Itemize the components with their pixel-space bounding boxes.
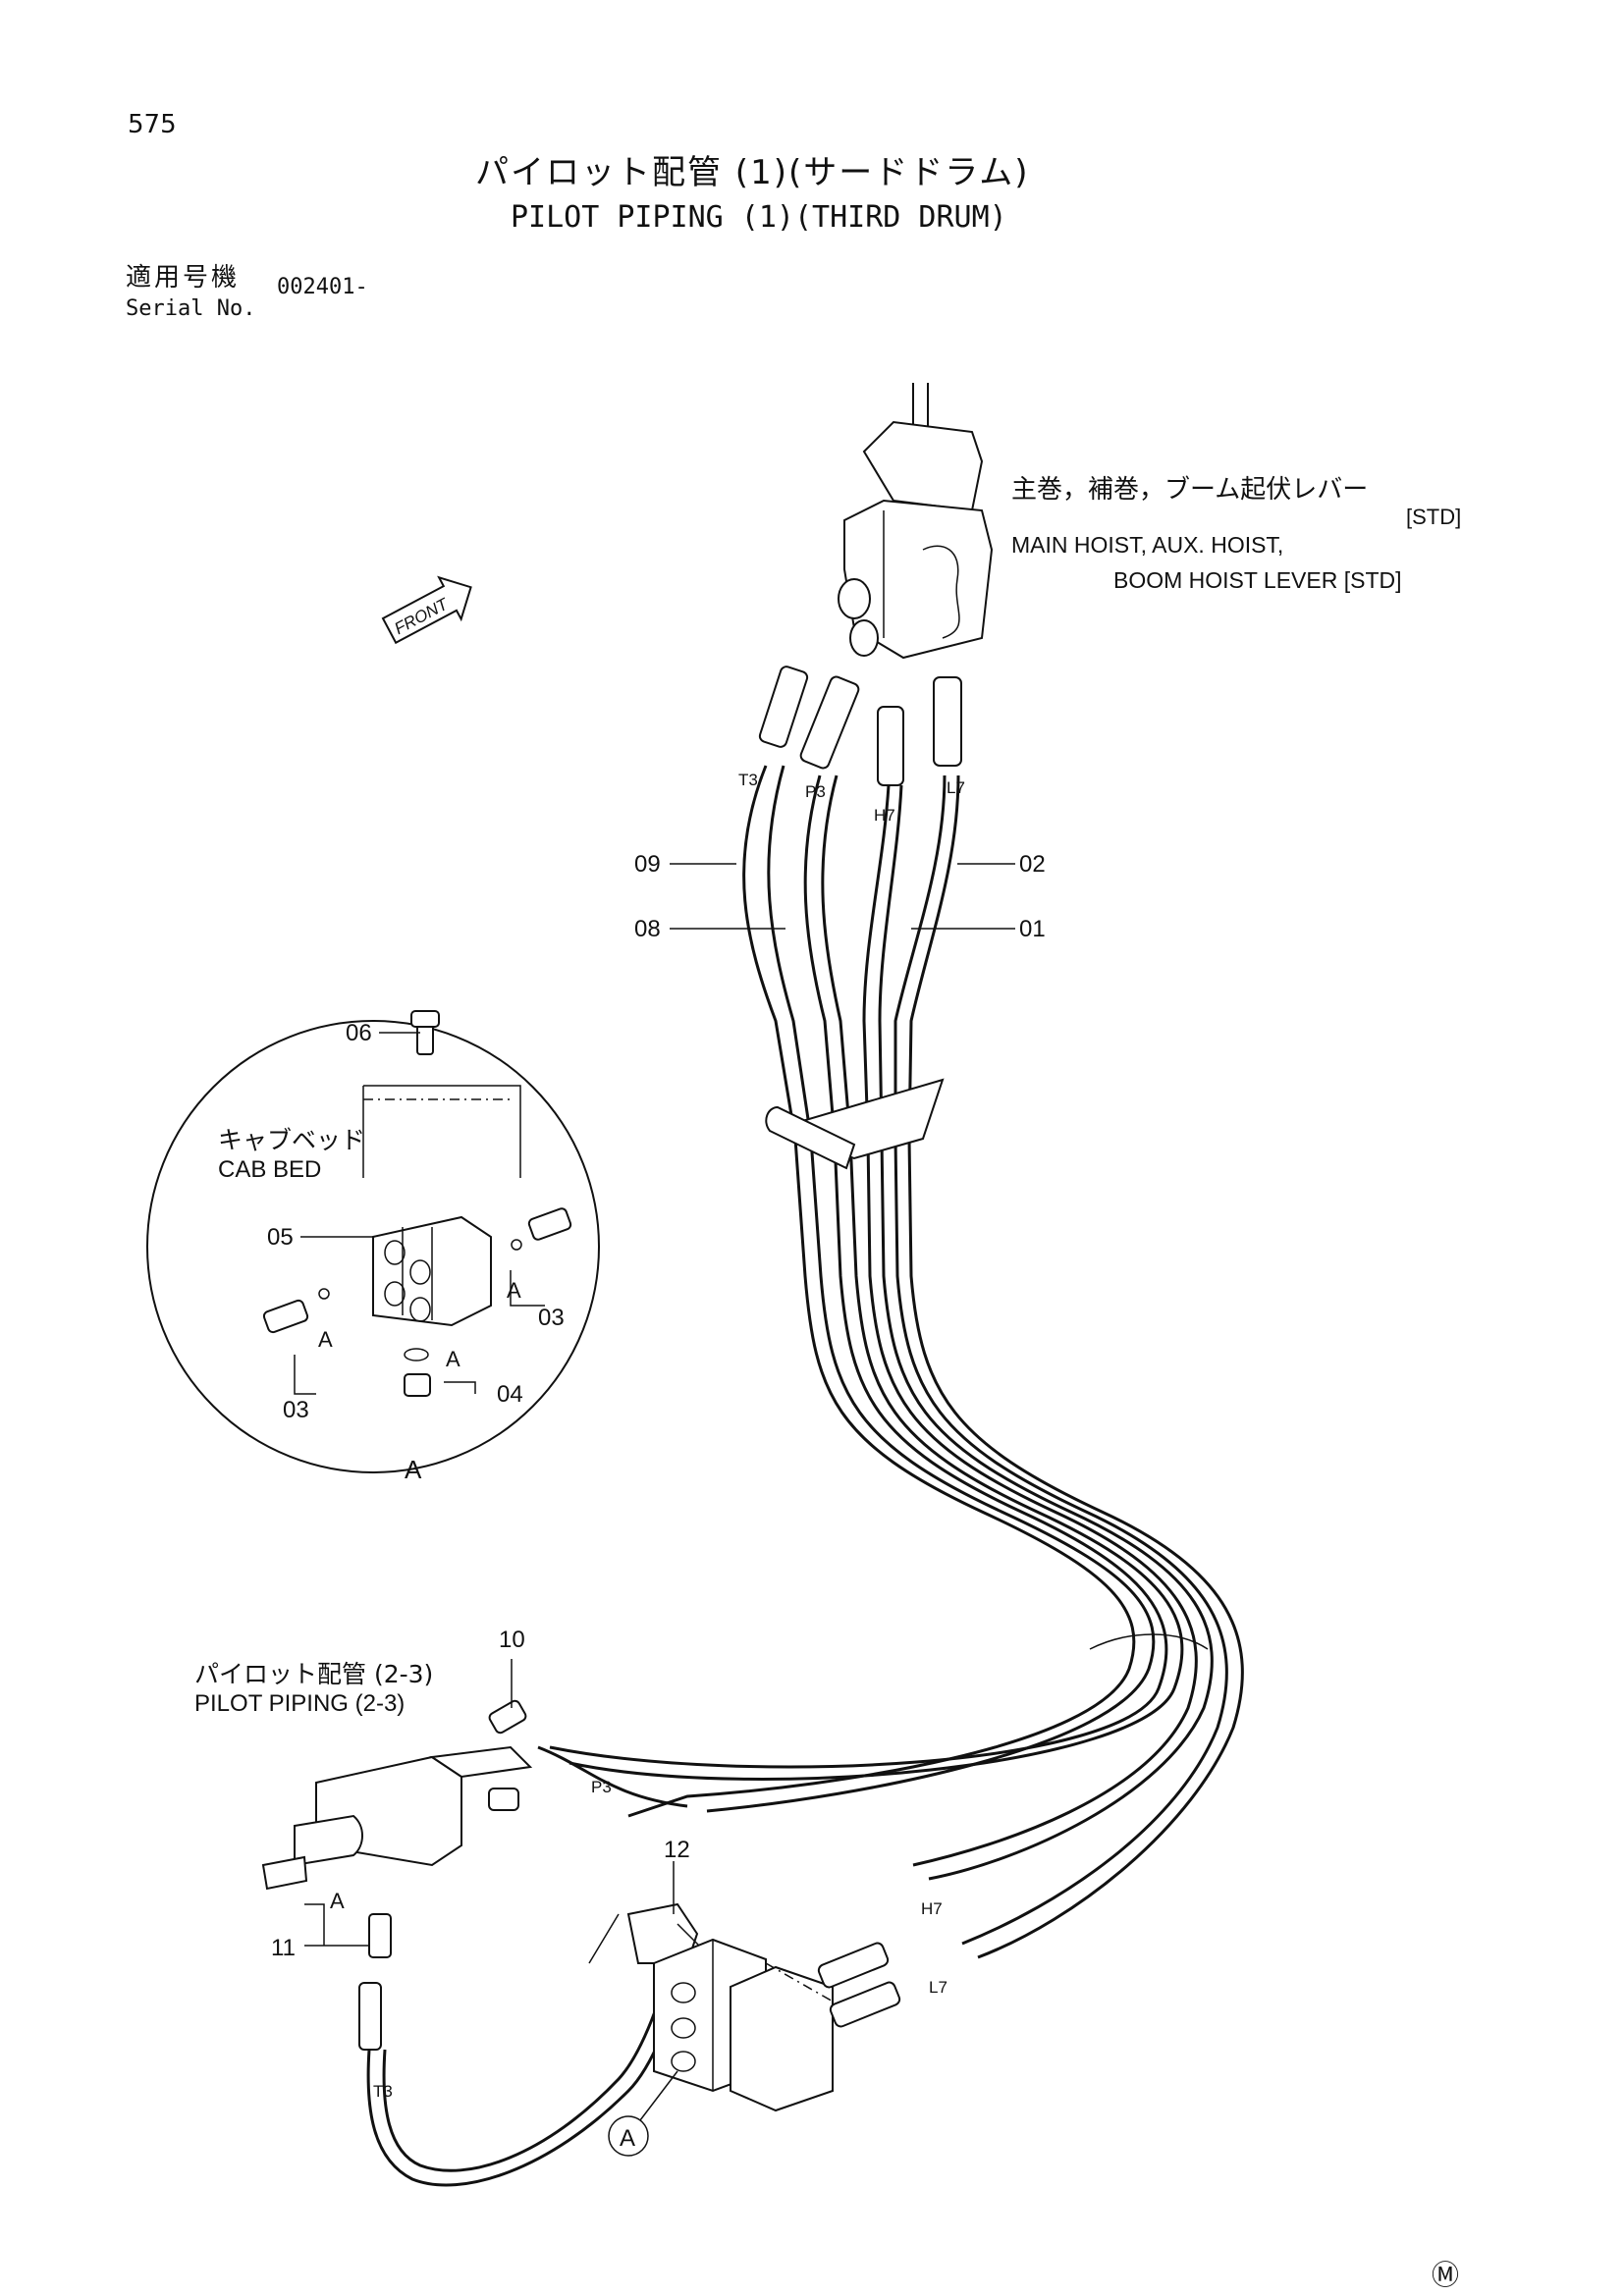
lever-fittings [758, 666, 962, 786]
a-mark-right: A [507, 1278, 521, 1303]
port-label-l7-top: L7 [947, 778, 965, 797]
detail-circle-label: A [405, 1455, 422, 1484]
port-label-l7-bottom: L7 [929, 1978, 947, 1997]
callout-03-left: 03 [283, 1397, 309, 1423]
callout-06: 06 [346, 1020, 372, 1046]
pilot-piping-label-jp: パイロット配管 (2-3) [194, 1660, 434, 1688]
lever-label-en-1: MAIN HOIST, AUX. HOIST, [1011, 532, 1284, 558]
footer-mark: Ⓜ [1432, 2259, 1460, 2291]
callout-10: 10 [499, 1627, 525, 1653]
callout-01: 01 [1019, 916, 1046, 942]
page-title-en: PILOT PIPING (1)(THIRD DRUM) [511, 200, 1007, 235]
pilot-valve-block [261, 1699, 688, 1891]
callout-09: 09 [634, 851, 661, 878]
serial-value: 002401- [277, 275, 368, 299]
port-labels: T3 P3 H7 L7 P3 H7 L7 T3 [373, 771, 965, 2101]
control-lever-assembly [838, 383, 994, 660]
cab-bed-label-jp: キャブベッド [218, 1126, 366, 1154]
callout-12: 12 [664, 1837, 690, 1863]
a-mark-bottom: A [446, 1347, 460, 1371]
lever-label-std: [STD] [1406, 505, 1462, 529]
lever-label-en-2: BOOM HOIST LEVER [STD] [1113, 567, 1402, 593]
port-label-t3-bottom: T3 [373, 2082, 393, 2101]
port-label-t3-top: T3 [738, 771, 758, 789]
port-label-p3-top: P3 [805, 782, 826, 801]
callout-03-right: 03 [538, 1305, 565, 1331]
a-mark-left: A [318, 1327, 333, 1352]
leader-lines [294, 863, 1015, 1947]
a-mark-fitting-11: A [330, 1889, 345, 1913]
front-arrow-label: FRONT [392, 594, 453, 638]
page-number: 575 [128, 110, 177, 139]
page-title-jp: パイロット配管 (1)(サードドラム) [475, 153, 1030, 192]
callouts: 09 08 02 01 06 05 03 03 04 10 11 12 [267, 851, 1046, 1961]
callout-08: 08 [634, 916, 661, 942]
a-marks: A A A A [318, 1278, 521, 1913]
detail-ref-label: A [620, 2125, 635, 2152]
serial-label-jp: 適用号機 [126, 263, 241, 293]
callout-11: 11 [271, 1935, 296, 1961]
hose-clamp-bracket [765, 1078, 1209, 1650]
junction-block: A [608, 1938, 901, 2157]
callout-04: 04 [497, 1381, 523, 1408]
lever-label-jp: 主巻，補巻，ブーム起伏レバー [1011, 475, 1369, 505]
front-arrow: FRONT [381, 575, 472, 645]
hose-bundle [549, 765, 1244, 1959]
port-label-p3-bottom: P3 [591, 1778, 612, 1796]
pilot-piping-label-en: PILOT PIPING (2-3) [194, 1690, 406, 1717]
port-label-h7-bottom: H7 [921, 1899, 943, 1918]
callout-02: 02 [1019, 851, 1046, 878]
cab-bed-label-en: CAB BED [218, 1156, 322, 1183]
detail-circle-a: A [146, 1010, 600, 1484]
serial-label-en: Serial No. [126, 296, 256, 321]
port-label-h7-top: H7 [874, 806, 895, 825]
callout-05: 05 [267, 1224, 294, 1251]
